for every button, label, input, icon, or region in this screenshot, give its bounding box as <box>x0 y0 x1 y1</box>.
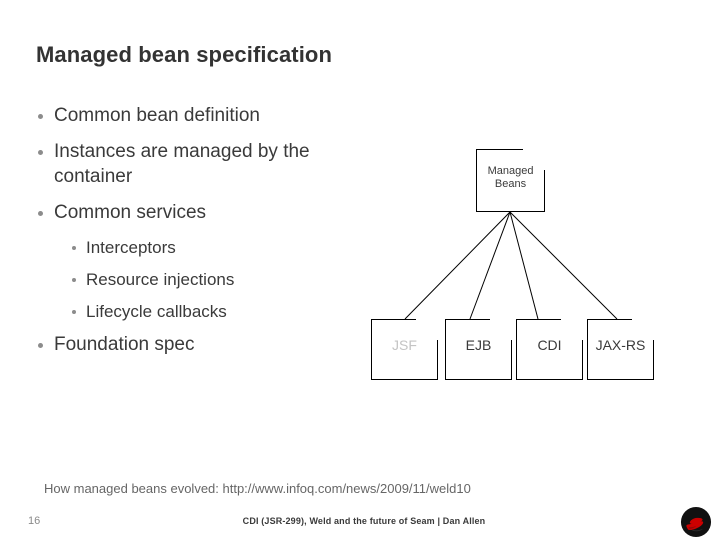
diagram-node-label: JAX-RS <box>595 337 646 353</box>
diagram-connector-lines <box>404 211 618 320</box>
diagram-node-label: Managed Beans <box>477 165 544 192</box>
list-item-label: Lifecycle callbacks <box>86 301 227 321</box>
bullet-dot-icon <box>38 114 43 119</box>
diagram-node-jsf: JSF <box>371 319 438 380</box>
red-hat-shadowman-logo-icon <box>680 506 712 538</box>
list-item-label: Foundation spec <box>54 333 195 355</box>
managed-beans-diagram: Managed Beans JSF EJB CDI JAX-RS <box>360 136 670 392</box>
list-item-label: Common bean definition <box>54 105 260 126</box>
diagram-node-label: CDI <box>537 337 562 353</box>
diagram-node-label-line1: Managed <box>487 165 534 177</box>
footnote-reference: How managed beans evolved: http://www.in… <box>44 481 471 496</box>
diagram-node-ejb: EJB <box>445 319 512 380</box>
list-item: Instances are managed by the container <box>38 140 368 189</box>
bullet-dot-icon <box>38 150 43 156</box>
list-item: Interceptors <box>72 237 368 259</box>
bullet-list: Common bean definition Instances are man… <box>38 104 368 369</box>
list-item: Common bean definition <box>38 104 368 128</box>
diagram-node-label-line2: Beans <box>494 178 527 191</box>
diagram-node-jax-rs: JAX-RS <box>587 319 654 380</box>
page-title: Managed bean specification <box>36 42 333 67</box>
list-item-label: Resource injections <box>86 270 235 289</box>
list-item: Foundation spec <box>38 333 368 357</box>
list-item: Resource injections <box>72 269 368 291</box>
bullet-dot-icon <box>72 309 76 314</box>
bullet-dot-icon <box>38 342 43 348</box>
diagram-node-managed-beans: Managed Beans <box>476 149 545 212</box>
corner-fold-mask <box>632 319 654 340</box>
list-item: Lifecycle callbacks <box>72 301 368 323</box>
footer-title: CDI (JSR-299), Weld and the future of Se… <box>242 516 486 526</box>
diagram-node-label: EJB <box>465 337 492 353</box>
slide-number: 16 <box>28 515 41 527</box>
list-item-label: Interceptors <box>86 238 176 258</box>
diagram-node-cdi: CDI <box>516 319 583 380</box>
list-item: Common services <box>38 201 368 225</box>
corner-fold-mask <box>561 319 583 340</box>
corner-fold-mask <box>490 319 512 340</box>
corner-fold-mask <box>416 319 438 340</box>
list-item-label: Common services <box>54 201 207 223</box>
bullet-dot-icon <box>72 246 76 251</box>
diagram-node-label: JSF <box>392 337 417 353</box>
list-item-label: Instances are managed by the container <box>54 141 310 187</box>
bullet-dot-icon <box>38 210 43 216</box>
corner-fold-mask <box>523 149 545 170</box>
bullet-dot-icon <box>72 278 76 282</box>
